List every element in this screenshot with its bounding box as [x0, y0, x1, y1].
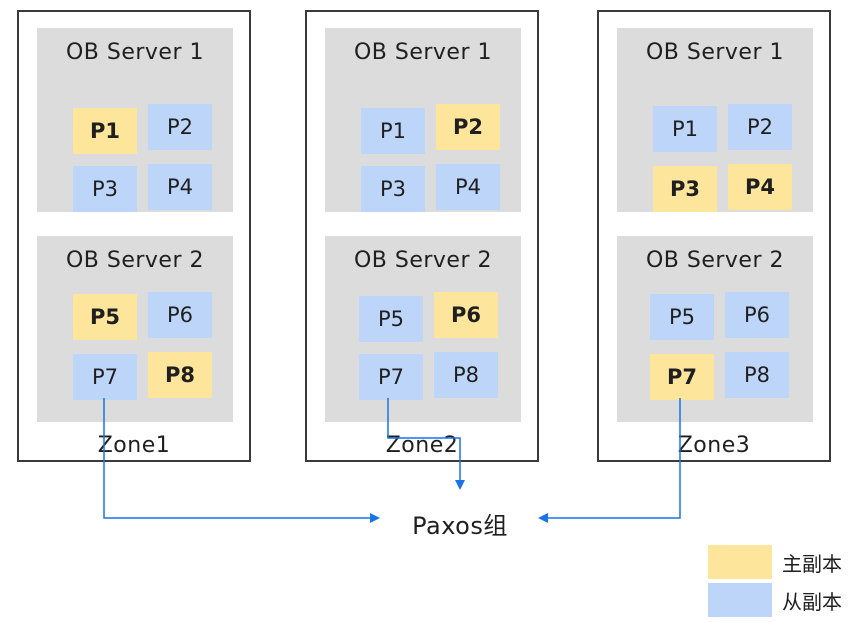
partition-p2: P2 — [436, 104, 500, 150]
partition-p7: P7 — [73, 354, 137, 400]
partition-p1: P1 — [653, 106, 717, 152]
server-title: OB Server 2 — [645, 248, 785, 273]
partition-p3: P3 — [73, 166, 137, 212]
server-title: OB Server 2 — [65, 248, 205, 273]
zone-label: Zone3 — [677, 433, 751, 458]
connector-zone3-p7 — [538, 398, 681, 523]
partition-p2: P2 — [728, 104, 792, 150]
partition-p7: P7 — [359, 354, 423, 400]
partition-p2: P2 — [148, 104, 212, 150]
partition-p6: P6 — [434, 292, 498, 338]
server-title: OB Server 1 — [353, 40, 493, 65]
partition-p8: P8 — [434, 352, 498, 398]
zone-label: Zone2 — [385, 433, 459, 458]
partition-p5: P5 — [73, 294, 137, 340]
connector-zone2-p7 — [387, 398, 465, 490]
partition-p8: P8 — [725, 352, 789, 398]
partition-p7: P7 — [650, 354, 714, 400]
server-title: OB Server 1 — [65, 40, 205, 65]
connector-zone1-p7 — [103, 398, 380, 523]
legend-follower-swatch — [708, 583, 772, 617]
zone-3: OB Server 1 P1 P2 P3 P4 OB Server 2 P5 P… — [597, 10, 831, 462]
partition-p3: P3 — [653, 166, 717, 212]
legend-follower-label: 从副本 — [782, 590, 842, 614]
zone-3-server-1: OB Server 1 P1 P2 P3 P4 — [617, 28, 813, 212]
legend-leader-swatch — [708, 545, 772, 579]
partition-p4: P4 — [436, 164, 500, 210]
partition-p5: P5 — [650, 294, 714, 340]
partition-p8: P8 — [148, 352, 212, 398]
server-title: OB Server 1 — [645, 40, 785, 65]
zone-1: OB Server 1 P1 P2 P3 P4 OB Server 2 P5 P… — [17, 10, 251, 462]
legend-leader-label: 主副本 — [782, 552, 842, 576]
partition-p6: P6 — [725, 292, 789, 338]
zone-1-server-2: OB Server 2 P5 P6 P7 P8 — [37, 236, 233, 422]
partition-p1: P1 — [73, 108, 137, 154]
partition-p4: P4 — [148, 164, 212, 210]
zone-1-server-1: OB Server 1 P1 P2 P3 P4 — [37, 28, 233, 212]
zone-2-server-2: OB Server 2 P5 P6 P7 P8 — [325, 236, 521, 422]
zone-label: Zone1 — [97, 433, 171, 458]
server-title: OB Server 2 — [353, 248, 493, 273]
partition-p4: P4 — [728, 164, 792, 210]
paxos-group-label: Paxos组 — [412, 512, 508, 540]
partition-p6: P6 — [148, 292, 212, 338]
zone-3-server-2: OB Server 2 P5 P6 P7 P8 — [617, 236, 813, 422]
zone-2-server-1: OB Server 1 P1 P2 P3 P4 — [325, 28, 521, 212]
partition-p5: P5 — [359, 296, 423, 342]
zone-2: OB Server 1 P1 P2 P3 P4 OB Server 2 P5 P… — [305, 10, 539, 462]
partition-p3: P3 — [361, 166, 425, 212]
partition-p1: P1 — [361, 108, 425, 154]
